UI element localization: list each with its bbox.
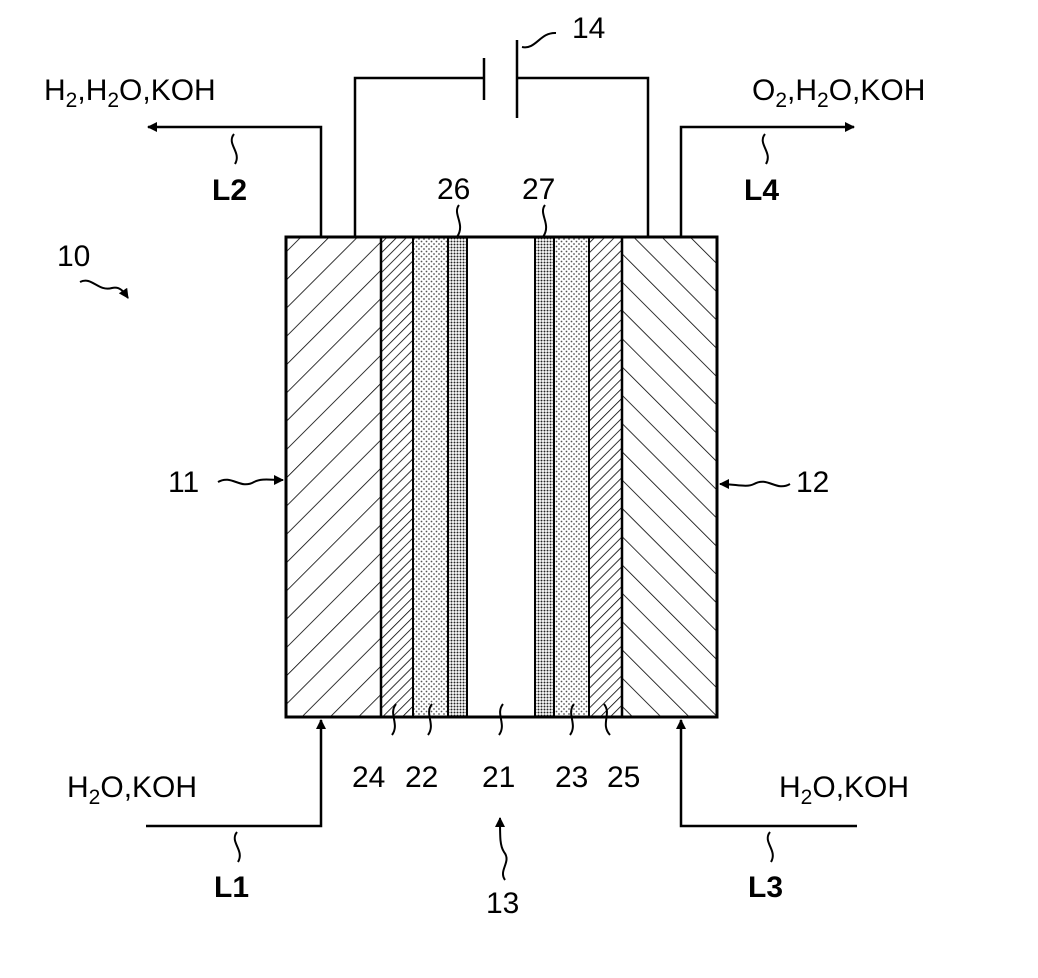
outlet-right-label: O2,H2O,KOH (752, 74, 925, 112)
layer-26 (448, 237, 467, 717)
inlet-left-label: H2O,KOH (67, 771, 197, 809)
leader-27 (543, 205, 546, 237)
leader-L4 (763, 134, 768, 164)
leader-L2 (232, 134, 237, 164)
outlet-left-label: H2,H2O,KOH (44, 74, 216, 112)
membrane-21 (467, 237, 535, 717)
cathode-chamber-12 (622, 237, 717, 717)
layer-22 (413, 237, 448, 717)
label-L1: L1 (214, 871, 249, 904)
label-L3: L3 (748, 871, 783, 904)
label-27: 27 (522, 173, 555, 206)
label-24: 24 (352, 761, 385, 794)
wire-right (517, 78, 648, 237)
label-10: 10 (57, 240, 90, 273)
label-L2: L2 (212, 174, 247, 207)
leader-26 (457, 205, 460, 237)
layer-23 (554, 237, 589, 717)
label-25: 25 (607, 761, 640, 794)
label-L4: L4 (744, 174, 779, 207)
anode-chamber-11 (286, 237, 381, 717)
label-23: 23 (555, 761, 588, 794)
wire-left (355, 78, 484, 237)
label-14: 14 (572, 12, 605, 45)
leader-13 (500, 818, 507, 880)
leader-10 (80, 281, 128, 298)
inlet-right-label: H2O,KOH (779, 771, 909, 809)
leader-14 (522, 33, 556, 47)
layer-27 (535, 237, 554, 717)
leader-11 (218, 480, 283, 485)
label-12: 12 (796, 466, 829, 499)
layer-24 (381, 237, 413, 717)
cell-stack (286, 237, 717, 717)
label-11: 11 (168, 466, 199, 499)
label-13: 13 (486, 887, 519, 920)
power-circuit (355, 33, 648, 237)
label-21: 21 (482, 761, 515, 794)
leader-L1 (235, 832, 240, 862)
label-22: 22 (405, 761, 438, 794)
label-26: 26 (437, 173, 470, 206)
layer-25 (589, 237, 622, 717)
leader-L3 (768, 832, 773, 862)
leader-12 (720, 482, 790, 487)
